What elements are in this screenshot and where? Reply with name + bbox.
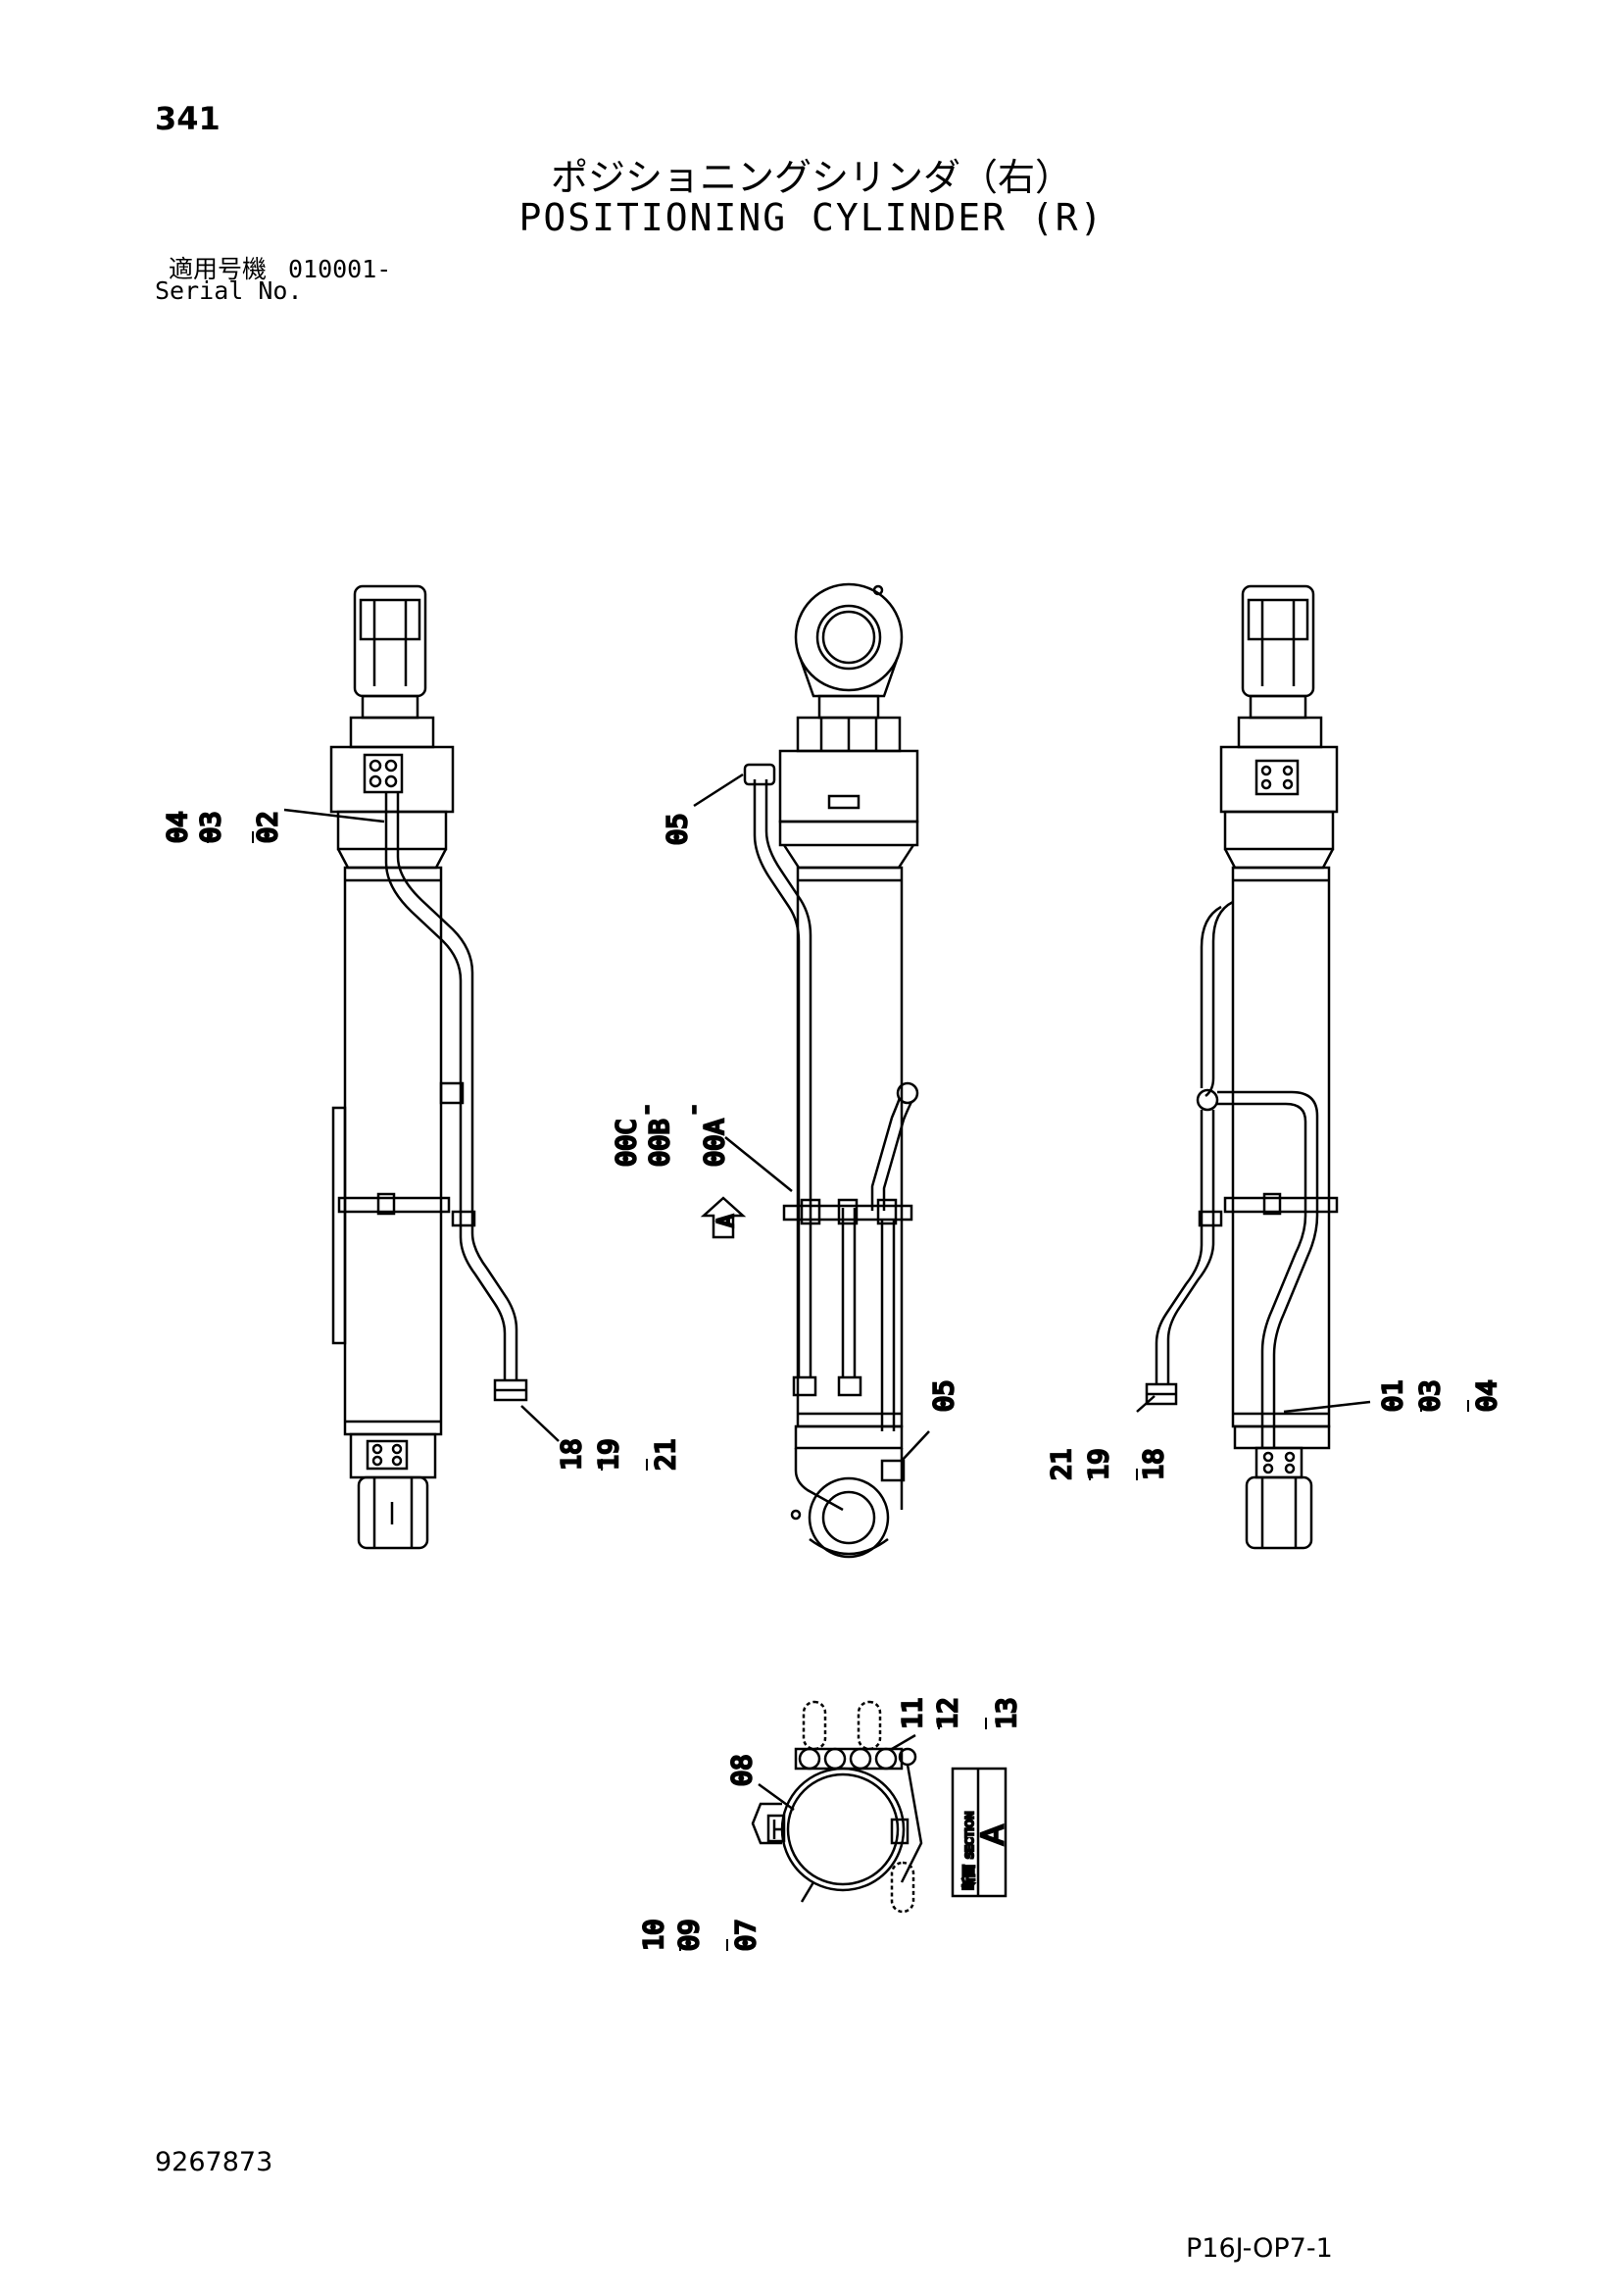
label-00B: 00B xyxy=(645,1119,675,1167)
label-04-right: 04 xyxy=(1472,1379,1502,1412)
label-07: 07 xyxy=(731,1919,762,1951)
label-03-left: 03 xyxy=(196,811,226,843)
title-english: POSITIONING CYLINDER (R) xyxy=(518,196,1105,239)
right-cylinder-view xyxy=(1136,584,1371,1550)
section-box-letter: A xyxy=(976,1824,1010,1845)
label-11: 11 xyxy=(898,1697,928,1729)
center-cylinder-view xyxy=(693,582,930,1559)
serial-value: 010001- xyxy=(287,255,392,283)
document-number: 9267873 xyxy=(155,2147,273,2177)
label-10: 10 xyxy=(639,1919,669,1951)
label-09: 09 xyxy=(674,1919,705,1951)
label-04-left: 04 xyxy=(163,811,193,843)
section-a-view xyxy=(751,1700,1008,1914)
label-12: 12 xyxy=(933,1697,963,1729)
label-19-right: 19 xyxy=(1084,1448,1114,1480)
separator-1: - xyxy=(631,1102,662,1118)
page-code: P16J-OP7-1 xyxy=(1186,2233,1333,2264)
label-00C: 00C xyxy=(612,1119,642,1167)
label-01-right: 01 xyxy=(1378,1379,1408,1412)
label-18-left: 18 xyxy=(557,1438,587,1471)
label-05-bottom: 05 xyxy=(929,1379,959,1412)
page-number: 341 xyxy=(155,100,221,137)
serial-label-jp: 適用号機 xyxy=(169,255,268,283)
label-08: 08 xyxy=(727,1754,758,1786)
label-18-right: 18 xyxy=(1139,1448,1169,1480)
label-19-left: 19 xyxy=(594,1438,624,1471)
label-02-left: 02 xyxy=(253,811,283,843)
section-box-en: SECTION xyxy=(963,1812,976,1859)
label-05-top: 05 xyxy=(663,813,693,845)
serial-label-en: Serial No. xyxy=(155,276,303,305)
section-arrow-label: A xyxy=(714,1215,739,1227)
label-03-right: 03 xyxy=(1415,1379,1446,1412)
label-21-left: 21 xyxy=(651,1438,681,1471)
left-cylinder-view xyxy=(283,584,560,1550)
label-13: 13 xyxy=(992,1697,1022,1729)
separator-2: - xyxy=(678,1102,709,1118)
serial-line-japanese: 適用号機 010001- xyxy=(169,250,391,285)
title-japanese: ポジショニングシリンダ（右） xyxy=(550,156,1072,199)
section-box-jp: 断面 xyxy=(962,1865,977,1890)
label-21-right: 21 xyxy=(1047,1448,1077,1480)
label-00A: 00A xyxy=(700,1119,730,1167)
